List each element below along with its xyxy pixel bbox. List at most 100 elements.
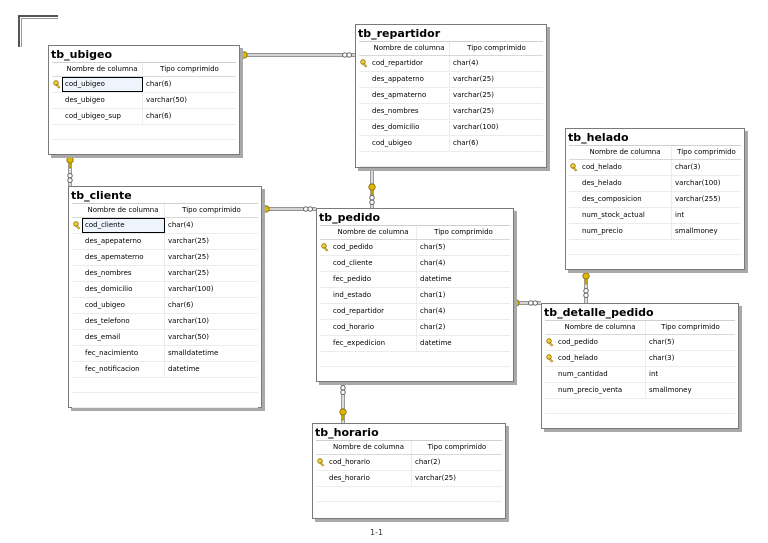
table-title[interactable]: tb_horario: [315, 426, 379, 439]
column-type: char(6): [146, 80, 172, 88]
column-type: char(6): [168, 301, 194, 309]
relationship-tb-cliente-to-tb-pedido[interactable]: [256, 205, 316, 213]
column-type: char(2): [415, 458, 441, 466]
data-type-header: Tipo comprimido: [182, 206, 241, 214]
column-name: des_horario: [326, 471, 412, 486]
column-type: char(4): [168, 221, 194, 229]
column-type: char(5): [649, 338, 675, 346]
column-name: cod_horario: [330, 320, 417, 335]
table-title[interactable]: tb_detalle_pedido: [544, 306, 654, 319]
column-type: varchar(25): [453, 107, 494, 115]
column-type: smalldatetime: [168, 349, 219, 357]
column-name: num_cantidad: [555, 367, 646, 382]
column-name: ind_estado: [330, 288, 417, 303]
table-title[interactable]: tb_cliente: [71, 189, 132, 202]
primary-key-icon: [321, 243, 329, 252]
column-name-header: Nombre de columna: [330, 226, 417, 239]
column-type: char(3): [675, 163, 701, 171]
table-title[interactable]: tb_pedido: [319, 211, 381, 224]
column-name: des_apepaterno: [82, 234, 165, 249]
table-title[interactable]: tb_repartidor: [358, 27, 441, 40]
column-type: char(4): [420, 307, 446, 315]
column-name: des_apematerno: [82, 250, 165, 265]
data-type-header: Tipo comprimido: [677, 148, 736, 156]
column-name: des_nombres: [82, 266, 165, 281]
primary-key-icon: [317, 458, 325, 467]
empty-row: [72, 378, 258, 393]
relationship-tb-repartidor-to-tb-pedido[interactable]: [368, 166, 376, 208]
column-name: cod_helado: [555, 351, 646, 366]
table-title[interactable]: tb_ubigeo: [51, 48, 112, 61]
column-type: char(5): [420, 243, 446, 251]
relationship-key-icon: [582, 272, 590, 285]
column-type: varchar(25): [168, 237, 209, 245]
relationship-tb-ubigeo-to-tb-repartidor[interactable]: [234, 51, 355, 59]
empty-row: [569, 240, 741, 255]
column-header-row: Nombre de columna Tipo comprimido: [569, 146, 741, 160]
column-name-header: Nombre de columna: [579, 146, 672, 159]
data-type-header: Tipo comprimido: [427, 443, 487, 451]
column-name: fec_notificacion: [82, 362, 165, 377]
column-name: fec_nacimiento: [82, 346, 165, 361]
relationship-many-icon: [303, 206, 313, 212]
column-name: cod_ubigeo: [62, 77, 143, 92]
relationship-tb-helado-to-tb-detalle-pedido[interactable]: [582, 268, 590, 303]
empty-row: [320, 352, 510, 367]
primary-key-icon: [73, 221, 81, 230]
relationship-tb-horario-to-tb-pedido[interactable]: [339, 380, 347, 423]
relationship-tb-ubigeo-to-tb-cliente[interactable]: [66, 153, 74, 186]
column-name-header: Nombre de columna: [369, 42, 450, 55]
table-title[interactable]: tb_helado: [568, 131, 629, 144]
empty-row: [359, 152, 543, 167]
primary-key-icon: [546, 354, 554, 363]
column-type: datetime: [168, 365, 200, 373]
